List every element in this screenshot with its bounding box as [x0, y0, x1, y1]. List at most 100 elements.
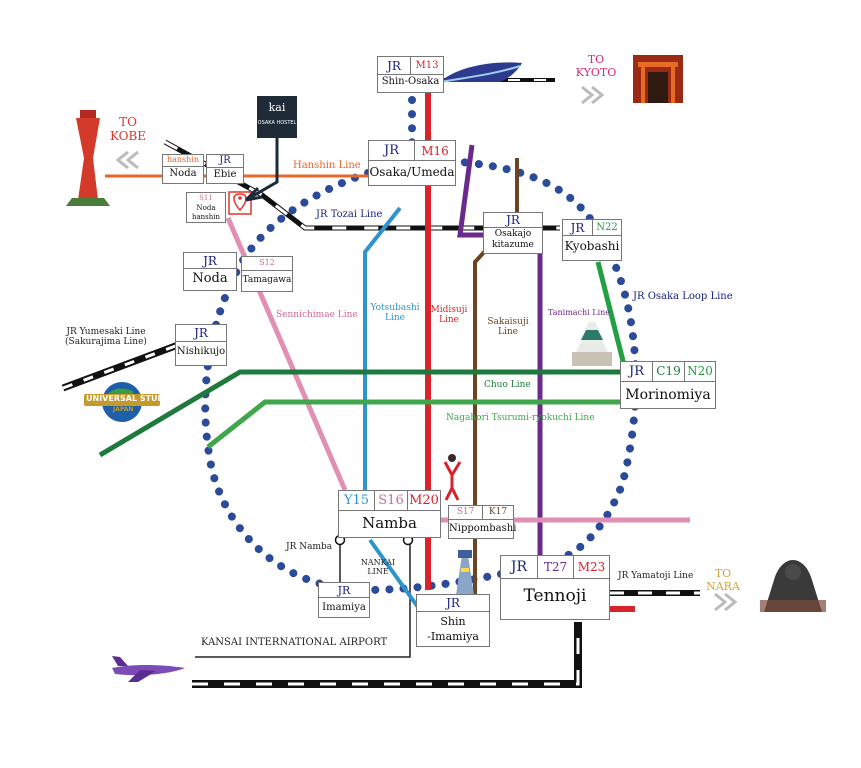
station-osakajo-kitazume[interactable]: JR Osakajo kitazume: [483, 212, 543, 254]
sakaisuji-line: [473, 158, 519, 595]
torii-gates-icon: [633, 55, 683, 103]
station-namba-name: Namba: [362, 514, 417, 532]
to-nara-place: NARA: [706, 579, 740, 593]
hotel-logo[interactable]: kai OSAKA HOSTEL: [257, 96, 297, 138]
station-shin-osaka-code: M13: [411, 57, 443, 75]
chuo-line-label: Chuo Line: [484, 380, 531, 390]
osaka-castle-icon: [572, 322, 612, 366]
station-nishikujo-line: JR: [176, 325, 226, 342]
station-noda-hanshin-s11[interactable]: S11 Noda hanshin: [186, 192, 226, 223]
to-kobe-place: KOBE: [109, 128, 147, 143]
sakaisuji-line-label-1: Sakaisuji: [487, 317, 529, 327]
station-nishikujo[interactable]: JR Nishikujo: [175, 324, 227, 366]
nankai-line: [368, 538, 422, 612]
station-noda-hanshin-s11-name: Noda hanshin: [191, 204, 221, 221]
jr-yumesaki-line-label-1: JR Yumesaki Line: [66, 327, 146, 337]
chevron-right-icon: [714, 592, 738, 612]
yotsubashi-line-label-1: Yotsubashi: [370, 303, 420, 313]
station-noda-hanshin[interactable]: hanshin Noda: [162, 154, 204, 184]
to-kyoto-label: TO KYOTO: [569, 53, 623, 79]
yotsubashi-line-label-2: Line: [385, 313, 405, 324]
station-osaka-umeda[interactable]: JR M16 Osaka/Umeda: [368, 140, 456, 186]
station-shin-osaka-jr: JR: [378, 57, 411, 75]
to-kyoto-to: TO: [587, 53, 605, 66]
station-namba-code2: S16: [375, 491, 408, 511]
station-tennoji-code1: T27: [538, 556, 574, 579]
station-shin-imamiya-name2: -Imamiya: [427, 630, 479, 643]
station-osakajo-kitazume-name1: Osakajo: [494, 229, 532, 239]
station-noda-hanshin-s11-code: S11: [199, 194, 213, 202]
station-namba-code1: Y15: [339, 491, 375, 511]
jr-tozai-line-label: JR Tozai Line: [316, 209, 383, 220]
station-tennoji[interactable]: JR T27 M23 Tennoji: [500, 555, 610, 620]
hanshin-line-label: Hanshin Line: [293, 160, 361, 171]
station-osaka-umeda-name: Osaka/Umeda: [369, 165, 455, 179]
station-shin-imamiya[interactable]: JR Shin -Imamiya: [416, 594, 490, 647]
chuo-line: [98, 369, 620, 458]
sakaisuji-line-label-2: Line: [498, 327, 518, 338]
yotsubashi-line-label: Yotsubashi Line: [366, 303, 424, 324]
station-shin-osaka[interactable]: JR M13 Shin-Osaka: [377, 56, 444, 93]
station-namba-code3: M20: [408, 491, 440, 511]
jr-osaka-loop-line-label: JR Osaka Loop Line: [633, 291, 733, 302]
station-nippombashi-name: Nippombashi: [449, 523, 517, 534]
to-kobe-to: TO: [119, 115, 137, 129]
sakaisuji-line-label: Sakaisuji Line: [483, 317, 533, 338]
station-shin-imamiya-name1: Shin: [440, 615, 466, 628]
station-osakajo-kitazume-name2: kitazume: [492, 240, 534, 250]
station-morinomiya[interactable]: JR C19 N20 Morinomiya: [620, 361, 716, 409]
station-tennoji-name: Tennoji: [523, 586, 587, 606]
station-noda-hanshin-line: hanshin: [163, 155, 203, 167]
tsutenkaku-tower-icon: [456, 550, 474, 595]
hotel-logo-sub: OSAKA HOSTEL: [257, 120, 297, 126]
station-kyobashi[interactable]: JR N22 Kyobashi: [562, 219, 622, 261]
kansai-airport-label: KANSAI INTERNATIONAL AIRPORT: [201, 637, 388, 648]
station-morinomiya-jr: JR: [621, 362, 653, 382]
airport-railway: [192, 622, 582, 688]
station-morinomiya-code1: C19: [653, 362, 685, 382]
station-tamagawa[interactable]: S12 Tamagawa: [241, 256, 293, 292]
station-nippombashi[interactable]: S17 K17 Nippombashi: [448, 505, 517, 539]
jr-yumesaki-line-label-2: (Sakurajima Line): [65, 337, 147, 348]
station-imamiya-jr: JR: [319, 583, 369, 598]
hotel-logo-name: kai: [268, 101, 286, 114]
station-osakajo-kitazume-line: JR: [484, 213, 542, 228]
jr-loop-kyobashi-segment: [595, 261, 627, 366]
station-nippombashi-code2: K17: [483, 506, 513, 520]
station-morinomiya-name: Morinomiya: [625, 387, 711, 403]
station-kyobashi-jr: JR: [563, 220, 593, 236]
jr-yamatoji-line-label: JR Yamatoji Line: [618, 571, 694, 581]
station-imamiya-name: Imamiya: [322, 602, 366, 613]
tanimachi-line: [457, 144, 543, 560]
hotel-pointer: [244, 138, 279, 202]
midosuji-line-label-1: Midisuji: [430, 305, 468, 315]
station-osaka-umeda-jr: JR: [369, 141, 415, 161]
to-kobe-label: TO KOBE: [108, 115, 148, 144]
midosuji-line-label: Midisuji Line: [427, 305, 471, 326]
station-nippombashi-code1: S17: [449, 506, 483, 520]
jr-yumesaki-line-label: JR Yumesaki Line (Sakurajima Line): [60, 327, 152, 348]
usj-logo: [84, 382, 160, 422]
location-pin-icon[interactable]: [228, 191, 252, 215]
nankai-airport-line: [195, 540, 411, 658]
glico-runner-icon: [443, 454, 462, 501]
bullet-train-icon: [439, 62, 522, 83]
station-tennoji-jr: JR: [501, 556, 538, 579]
station-morinomiya-code2: N20: [685, 362, 715, 382]
station-ebie[interactable]: JR Ebie: [206, 154, 244, 184]
great-buddha-icon: [760, 560, 826, 612]
airplane-icon: [112, 656, 185, 682]
nagahori-line: [206, 399, 620, 449]
station-namba[interactable]: Y15 S16 M20 Namba: [338, 490, 441, 538]
nankai-line-label: NANKAI LINE: [358, 558, 398, 576]
station-noda-jr[interactable]: JR Noda: [183, 252, 237, 291]
nankai-line-label-1: NANKAI: [360, 558, 396, 567]
station-kyobashi-name: Kyobashi: [564, 239, 620, 253]
station-noda-jr-line: JR: [184, 253, 236, 269]
station-imamiya[interactable]: JR Imamiya: [318, 582, 370, 618]
sennichimae-line-label: Sennichimae Line: [276, 310, 358, 320]
station-noda-hanshin-name: Noda: [169, 168, 197, 179]
station-tennoji-code2: M23: [574, 556, 609, 579]
jr-namba-label: JR Namba: [286, 542, 333, 552]
